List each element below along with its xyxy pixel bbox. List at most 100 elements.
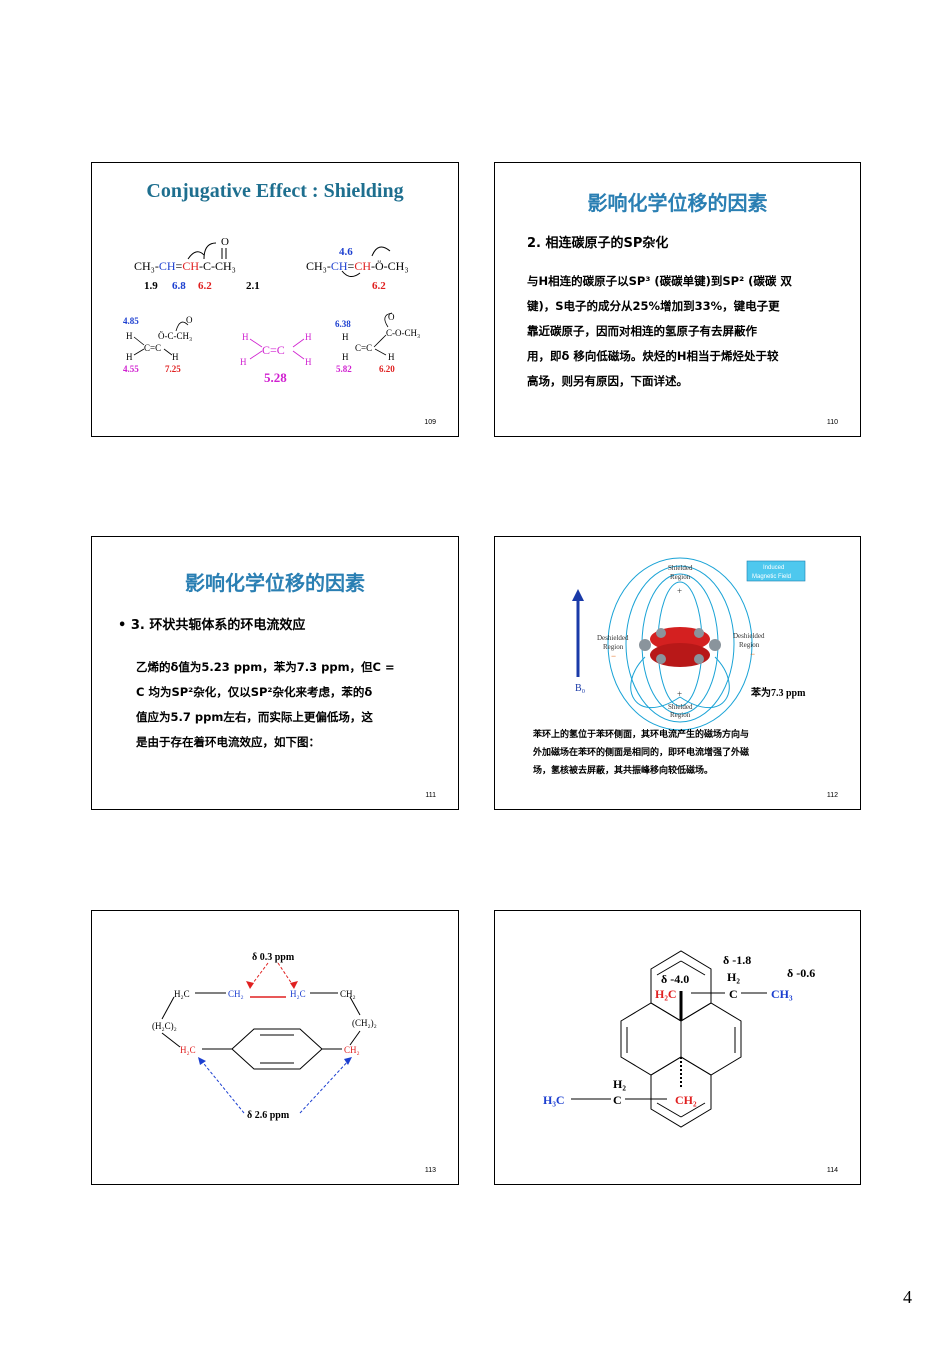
svg-text:5.82: 5.82 [336, 364, 352, 374]
svg-text:4.6: 4.6 [339, 246, 353, 258]
svg-text:6.20: 6.20 [379, 364, 395, 374]
ring-current-diagram: B₀ Shielded Region Deshielded Region Des… [572, 557, 806, 731]
svg-text:O: O [186, 315, 193, 325]
svg-text:1.9: 1.9 [144, 280, 158, 292]
dihydropyrene-diagram: δ -1.8 δ -0.6 δ -4.0 H₂ H₂C C CH₃ H₂ H₃C… [543, 950, 815, 1128]
svg-text:C: C [613, 1093, 622, 1107]
slide-109: Conjugative Effect : Shielding CH₃-CH=CH… [91, 162, 459, 437]
svg-text:CH₃-CH=CH-Ö-CH₃: CH₃-CH=CH-Ö-CH₃ [306, 259, 409, 273]
svg-text:6.2: 6.2 [198, 280, 212, 292]
svg-text:Region: Region [670, 573, 691, 581]
slide-number: 112 [826, 792, 838, 799]
svg-text:H: H [342, 352, 349, 362]
svg-text:H₂C: H₂C [290, 989, 306, 999]
svg-text:Region: Region [670, 711, 691, 719]
svg-text:δ -1.8: δ -1.8 [723, 953, 751, 967]
svg-text:Magnetic Field: Magnetic Field [752, 574, 791, 580]
b0-arrowhead [572, 589, 584, 601]
slide-114: δ -1.8 δ -0.6 δ -4.0 H₂ H₂C C CH₃ H₂ H₃C… [494, 910, 861, 1185]
slide-112: B₀ Shielded Region Deshielded Region Des… [494, 536, 861, 810]
svg-text:H₂C: H₂C [174, 989, 190, 999]
slide-body: 苯环上的氢位于苯环侧面，其环电流产生的磁场方向与 外加磁场在苯环的侧面是相同的，… [533, 730, 750, 776]
svg-text:Shielded: Shielded [668, 564, 693, 572]
svg-text:C=C: C=C [355, 343, 372, 353]
svg-text:H: H [126, 352, 133, 362]
svg-text:H: H [172, 352, 179, 362]
molecule-vinyl-acetate: 4.85 H H C=C Ö-C-CH₃ O H 4.55 7.25 [123, 315, 193, 374]
benzene-shift-label: 苯为7.3 ppm [750, 686, 806, 699]
slide-title: 影响化学位移的因素 [587, 191, 768, 215]
svg-text:CH₃: CH₃ [771, 987, 793, 1001]
svg-text:C: C [729, 987, 738, 1001]
slide-113: δ 0.3 ppm δ 2.6 ppm H₂C CH₂ H₂C CH₂ (H₂C… [91, 910, 459, 1185]
svg-text:7.25: 7.25 [165, 364, 181, 374]
chem-labels: δ -1.8 δ -0.6 δ -4.0 H₂ H₂C C CH₃ H₂ H₃C… [543, 953, 815, 1107]
molecule-methyl-acrylate: 6.38 H H C=C C-O-CH₃ O H 5.82 6.20 [335, 312, 420, 374]
region-labels: Shielded Region Deshielded Region Deshie… [597, 564, 765, 719]
slide-body: 与H相连的碳原子以SP³ (碳碳单键)到SP² (碳碳 双 键)，S电子的成分从… [527, 274, 792, 388]
svg-text:H: H [388, 352, 395, 362]
svg-text:Region: Region [739, 641, 760, 649]
bonds [161, 992, 361, 1070]
svg-text:C-O-CH₃: C-O-CH₃ [386, 328, 420, 338]
slide-number: 109 [424, 419, 436, 426]
field-lines [607, 557, 753, 731]
molecule-methyl-vinyl-ether: CH₃-CH=CH-Ö-CH₃ 4.6 6.2 [306, 246, 409, 292]
page-number: 4 [903, 1287, 912, 1307]
paracyclophane-diagram: δ 0.3 ppm δ 2.6 ppm H₂C CH₂ H₂C CH₂ (H₂C… [152, 952, 377, 1121]
svg-text:CH₂: CH₂ [344, 1045, 360, 1055]
svg-text:Deshielded: Deshielded [733, 632, 765, 640]
svg-text:H₂C: H₂C [180, 1045, 196, 1055]
svg-text:δ -0.6: δ -0.6 [787, 966, 815, 980]
svg-text:(H₂C)₂: (H₂C)₂ [152, 1021, 177, 1031]
svg-text:O: O [221, 236, 229, 248]
slide-number: 111 [425, 792, 436, 799]
svg-text:H: H [342, 332, 349, 342]
slide-title: 影响化学位移的因素 [185, 571, 365, 595]
slide-110: 影响化学位移的因素 2. 相连碳原子的SP杂化 与H相连的碳原子以SP³ (碳碳… [494, 162, 861, 437]
svg-text:2.1: 2.1 [246, 280, 260, 292]
svg-text:−: − [611, 651, 616, 661]
slide-title: Conjugative Effect : Shielding [146, 180, 404, 202]
chain-labels: H₂C CH₂ H₂C CH₂ (H₂C)₂ (CH₂)₂ H₂C CH₂ [152, 989, 377, 1055]
bottom-shift-label: δ 2.6 ppm [247, 1110, 290, 1121]
slide-number: 110 [826, 419, 838, 426]
molecule-ethylene: H H H H C=C 5.28 [240, 332, 312, 385]
svg-text:CH₂: CH₂ [228, 989, 244, 999]
svg-text:C=C: C=C [262, 343, 285, 357]
induced-field-box: Induced Magnetic Field [746, 560, 806, 582]
svg-text:6.8: 6.8 [172, 280, 186, 292]
svg-text:CH₃-CH=CH-C-CH₃: CH₃-CH=CH-C-CH₃ [134, 259, 236, 273]
svg-text:δ -4.0: δ -4.0 [661, 972, 689, 986]
conjugation-structures: CH₃-CH=CH-C-CH₃ O 1.9 6.8 6.2 2.1 CH₃-CH… [123, 236, 420, 385]
svg-text:H₃C: H₃C [543, 1093, 565, 1107]
svg-text:H: H [305, 332, 312, 342]
svg-text:+: + [677, 586, 682, 596]
svg-text:4.55: 4.55 [123, 364, 139, 374]
svg-text:6.2: 6.2 [372, 280, 386, 292]
arrowheads [198, 981, 352, 1065]
svg-text:Region: Region [603, 643, 624, 651]
svg-text:+: + [677, 689, 682, 699]
b0-label: B₀ [575, 683, 586, 694]
svg-text:−: − [750, 649, 755, 659]
slide-number: 114 [826, 1167, 838, 1174]
svg-text:Ö-C-CH₃: Ö-C-CH₃ [158, 331, 192, 341]
top-shift-label: δ 0.3 ppm [252, 952, 295, 963]
svg-text:Deshielded: Deshielded [597, 634, 629, 642]
svg-text:C=C: C=C [144, 343, 161, 353]
svg-text:H: H [242, 332, 249, 342]
svg-text:Induced: Induced [763, 565, 784, 571]
shift-arrows [199, 962, 351, 1114]
svg-text:H: H [240, 357, 247, 367]
svg-text:O: O [388, 312, 395, 322]
svg-text:H₂: H₂ [727, 970, 740, 984]
slide-body: 乙烯的δ值为5.23 ppm，苯为7.3 ppm，但C = C 均为SP²杂化，… [136, 660, 395, 749]
benzene-atoms [639, 628, 721, 664]
svg-text:6.38: 6.38 [335, 319, 351, 329]
svg-text:H₂: H₂ [613, 1077, 626, 1091]
sign-labels: + + − − [611, 586, 755, 699]
svg-text:4.85: 4.85 [123, 316, 139, 326]
svg-text:H: H [305, 357, 312, 367]
slide-subtitle: 2. 相连碳原子的SP杂化 [527, 236, 669, 251]
